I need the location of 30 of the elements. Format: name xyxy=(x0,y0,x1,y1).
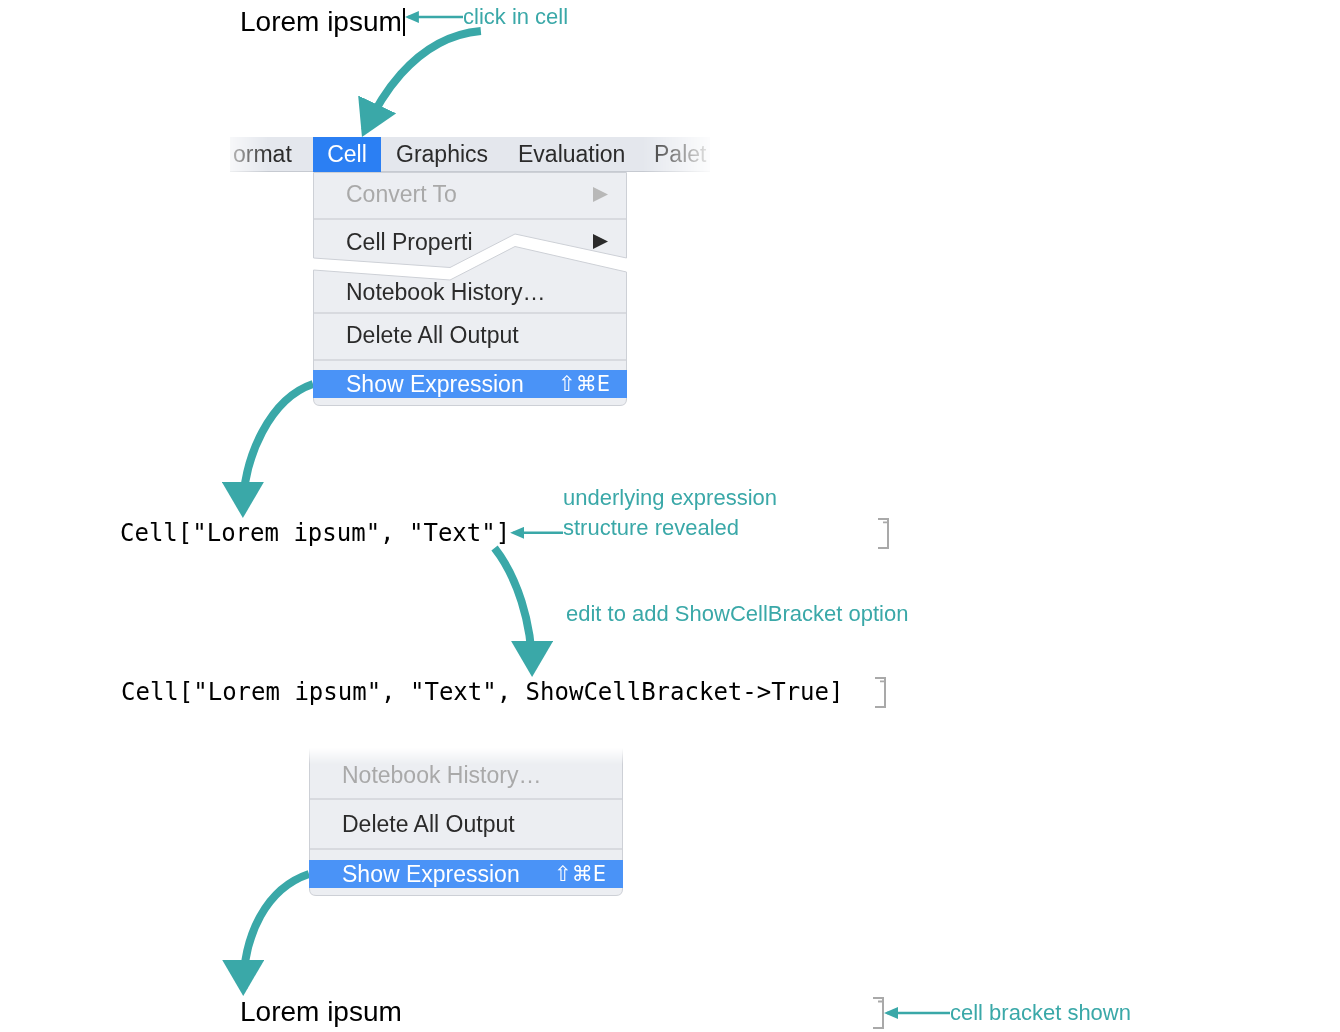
menu-title: Evaluation xyxy=(518,137,626,172)
menu-item: Notebook History… xyxy=(346,279,546,305)
menu-title: Palet xyxy=(654,137,707,172)
cell-text: Lorem ipsum xyxy=(240,996,402,1028)
menu-item: Delete All Output xyxy=(342,811,515,837)
curved-arrow xyxy=(358,27,482,137)
cell-text: Lorem ipsum xyxy=(240,5,402,39)
code-text: Cell["Lorem ipsum", "Text"] xyxy=(120,518,511,548)
menu-title: Graphics xyxy=(396,137,489,172)
menu-bar xyxy=(230,137,710,172)
torn-menu-piece xyxy=(313,172,627,268)
disabled-menu-item: Notebook History… xyxy=(342,762,542,788)
annotation-text: click in cell xyxy=(463,3,569,31)
disabled-menu-item: Convert To xyxy=(346,181,457,207)
annotation-text: cell bracket shown xyxy=(950,999,1131,1027)
arrow xyxy=(510,526,563,539)
active-menu-title: Cell xyxy=(313,137,381,172)
highlighted-menu-item: Show Expression ⇧⌘E xyxy=(313,370,627,398)
annotation-text: underlying expression structure revealed xyxy=(563,483,791,543)
code-text: Cell["Lorem ipsum", "Text", ShowCellBracket->True] xyxy=(121,677,844,707)
arrow xyxy=(884,1007,950,1019)
menu-item: Cell Properti xyxy=(346,229,473,255)
highlighted-menu-item: Show Expression ⇧⌘E xyxy=(309,860,623,888)
curved-arrow xyxy=(491,545,553,677)
curved-arrow xyxy=(223,870,311,996)
curved-arrow xyxy=(223,380,315,518)
menu-item: Delete All Output xyxy=(346,322,519,348)
dropdown-menu xyxy=(309,748,623,896)
arrow xyxy=(404,11,463,23)
menu-title: ormat xyxy=(233,137,292,172)
